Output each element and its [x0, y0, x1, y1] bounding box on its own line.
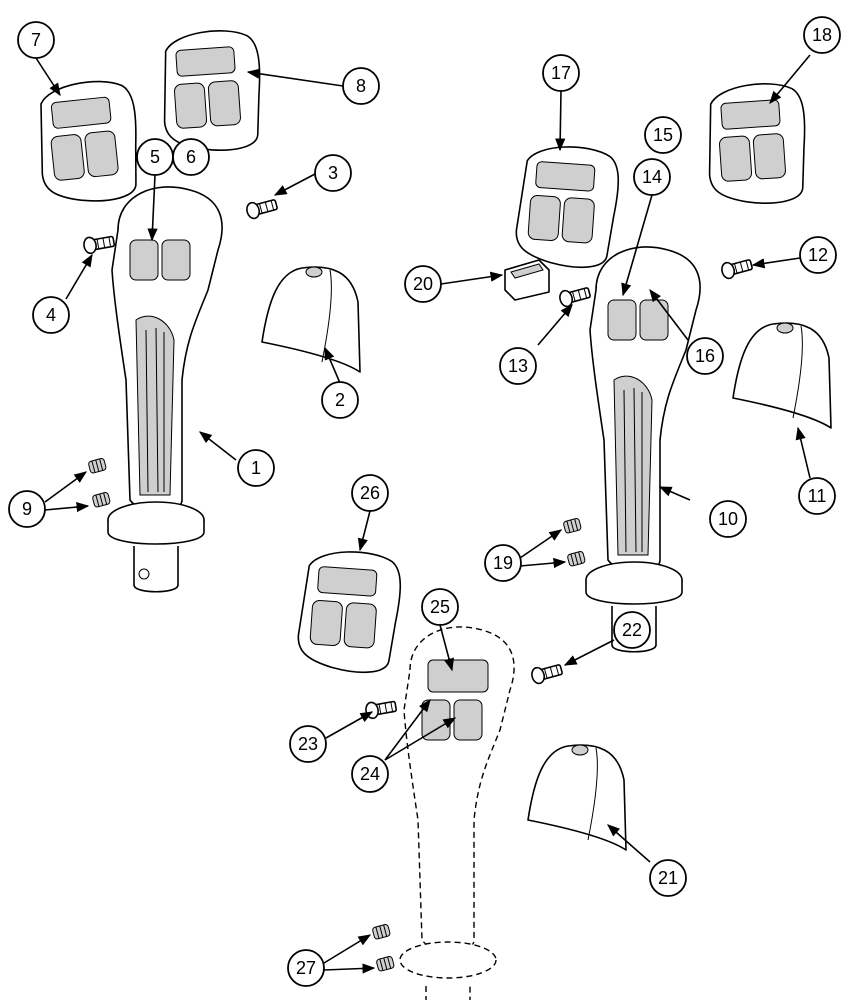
keypad-cover-7: [32, 76, 145, 208]
callout-7: 7: [17, 21, 55, 59]
svg-text:22: 22: [622, 620, 642, 640]
svg-text:13: 13: [508, 356, 528, 376]
set-screw-27b: [375, 955, 396, 973]
svg-text:4: 4: [46, 305, 56, 325]
callout-13: 13: [499, 347, 537, 385]
callout-9: 9: [8, 490, 46, 528]
screw-4: [81, 232, 116, 256]
callout-25: 25: [421, 588, 459, 626]
side-cover-11: [732, 322, 832, 429]
keypad-cover-18: [702, 80, 811, 209]
callout-23: 23: [289, 725, 327, 763]
handle-assembly-dashed: [399, 626, 515, 1000]
keypad-cover-17: [513, 142, 622, 271]
svg-text:9: 9: [22, 499, 32, 519]
set-screw-9a: [87, 457, 108, 475]
callout-20: 20: [404, 265, 442, 303]
callout-17: 17: [542, 54, 580, 92]
svg-text:5: 5: [150, 147, 160, 167]
keypad-cover-26: [295, 547, 404, 676]
svg-text:2: 2: [335, 390, 345, 410]
handle-assembly-10: [585, 246, 701, 653]
svg-text:25: 25: [430, 597, 450, 617]
svg-text:8: 8: [356, 76, 366, 96]
set-screw-9b: [91, 491, 112, 509]
callout-5: 5: [136, 138, 174, 176]
callout-22: 22: [613, 611, 651, 649]
callout-6: 6: [172, 138, 210, 176]
svg-text:17: 17: [551, 63, 571, 83]
callout-2: 2: [321, 381, 359, 419]
svg-text:3: 3: [328, 163, 338, 183]
svg-text:10: 10: [718, 509, 738, 529]
svg-text:23: 23: [298, 734, 318, 754]
screw-22: [529, 660, 565, 686]
svg-text:19: 19: [493, 553, 513, 573]
leader-lines: [35, 54, 811, 974]
callout-19: 19: [484, 544, 522, 582]
svg-text:15: 15: [653, 125, 673, 145]
svg-text:1: 1: [251, 458, 261, 478]
screw-12: [719, 255, 755, 281]
callout-24: 24: [351, 755, 389, 793]
callout-27: 27: [287, 949, 325, 987]
callout-4: 4: [32, 296, 70, 334]
svg-text:12: 12: [808, 245, 828, 265]
callout-1: 1: [237, 449, 275, 487]
svg-text:18: 18: [812, 25, 832, 45]
svg-text:7: 7: [31, 30, 41, 50]
callout-26: 26: [351, 474, 389, 512]
set-screw-19b: [566, 550, 587, 568]
callout-10: 10: [709, 500, 747, 538]
callout-3: 3: [314, 154, 352, 192]
callout-12: 12: [799, 236, 837, 274]
callout-18: 18: [803, 16, 841, 54]
set-screw-27a: [371, 923, 392, 941]
side-cover-21: [527, 744, 627, 851]
svg-text:11: 11: [808, 486, 827, 506]
svg-text:24: 24: [360, 764, 380, 784]
screw-13: [557, 283, 593, 309]
keypad-cover-8: [157, 27, 266, 156]
callout-16: 16: [686, 337, 724, 375]
svg-text:14: 14: [642, 167, 662, 187]
svg-text:21: 21: [658, 868, 678, 888]
svg-text:27: 27: [296, 958, 316, 978]
callout-14: 14: [633, 158, 671, 196]
svg-text:16: 16: [695, 346, 715, 366]
svg-text:26: 26: [360, 483, 380, 503]
callout-15: 15: [644, 116, 682, 154]
side-cover-2: [261, 266, 361, 373]
svg-text:20: 20: [413, 274, 433, 294]
screw-3: [244, 195, 280, 221]
screw-23: [363, 697, 398, 721]
callout-8: 8: [342, 67, 380, 105]
handle-assembly-1: [107, 186, 223, 593]
callout-11: 11: [798, 477, 836, 515]
switch-20: [504, 259, 550, 301]
callout-21: 21: [649, 859, 687, 897]
set-screw-19a: [562, 517, 583, 535]
svg-text:6: 6: [186, 147, 196, 167]
